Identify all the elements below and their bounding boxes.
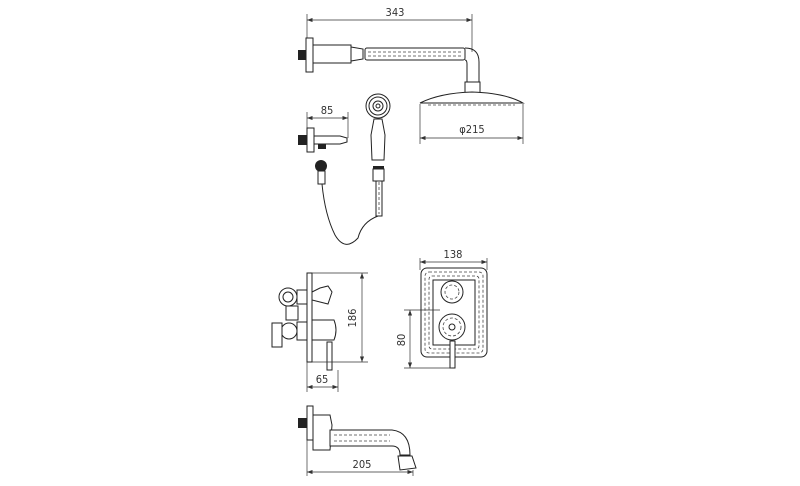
- valve-side-view: 186 65: [271, 272, 368, 392]
- dimension-label-205: 205: [353, 458, 372, 471]
- bath-spout: 205: [298, 405, 417, 476]
- shower-head: [419, 91, 525, 104]
- diverter-knob: [440, 280, 464, 304]
- dimension-label-65: 65: [316, 373, 329, 386]
- dimension-label-diameter: φ215: [459, 123, 484, 136]
- shower-arm-assembly: 343 φ215: [298, 6, 525, 144]
- dimension-label-186: 186: [346, 309, 359, 328]
- hand-shower-head: [365, 93, 391, 119]
- dimension-label-343: 343: [386, 6, 405, 19]
- dimension-label-80: 80: [395, 334, 408, 347]
- faceplate-front-view: 138 80: [395, 248, 488, 369]
- hand-shower-assembly: 85: [298, 93, 391, 245]
- dimension-label-138: 138: [444, 248, 463, 261]
- dimension-label-85: 85: [321, 104, 334, 117]
